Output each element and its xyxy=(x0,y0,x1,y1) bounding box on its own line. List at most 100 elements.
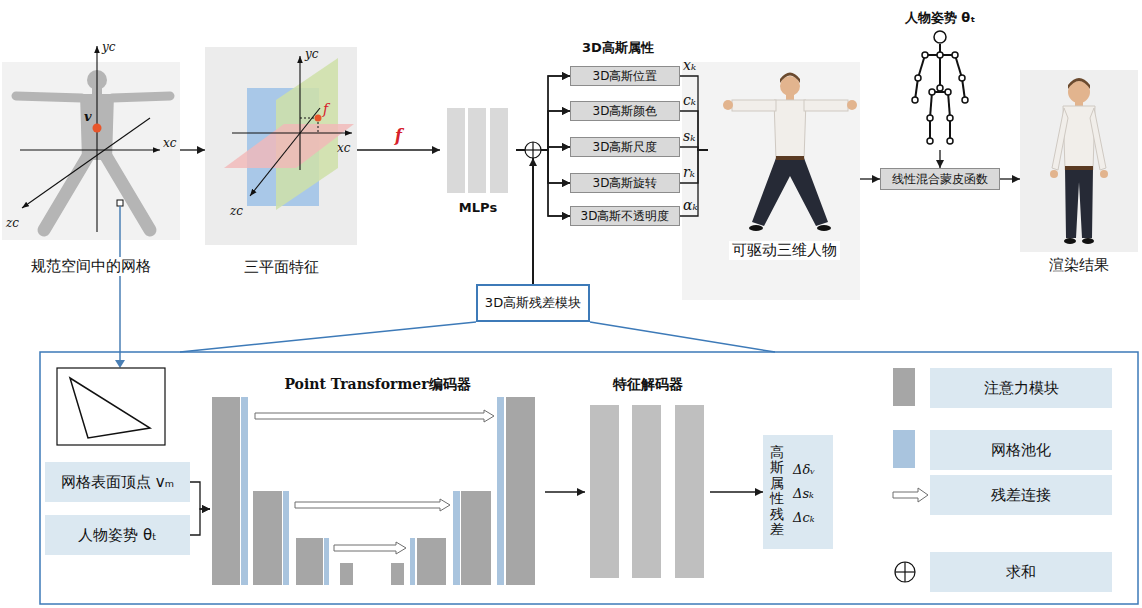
label-holder: f xyxy=(379,126,419,145)
edge-label: f xyxy=(393,126,404,145)
vertex-point xyxy=(117,200,123,206)
panel-background xyxy=(205,47,357,245)
node-text: 渲染结果 xyxy=(1046,256,1112,275)
connector xyxy=(516,150,570,183)
render-figure xyxy=(1065,166,1093,170)
connector xyxy=(533,76,570,284)
render-figure xyxy=(1063,106,1095,170)
avatar-figure xyxy=(817,225,831,231)
connector xyxy=(680,76,708,150)
triplane-figure xyxy=(250,108,320,196)
render-figure xyxy=(1068,78,1090,89)
skeleton-figure xyxy=(937,52,943,58)
axis-label: zc xyxy=(6,216,19,230)
legend-box: 残差连接 xyxy=(930,475,1112,515)
panel-background xyxy=(2,62,180,240)
axis-label: f xyxy=(323,101,328,117)
skip-connection-arrow xyxy=(334,542,406,554)
node-text: 3D高斯位置 xyxy=(593,68,658,85)
encoder-bar xyxy=(461,491,491,585)
text-holder: 人物姿势 θₜ xyxy=(885,7,995,27)
skeleton-figure xyxy=(915,75,921,81)
decoder-bar xyxy=(632,405,661,578)
axis-line xyxy=(22,118,150,208)
avatar-figure xyxy=(847,100,857,110)
legend-box: 网格池化 xyxy=(930,430,1112,470)
skeleton-figure xyxy=(929,89,935,95)
render-figure xyxy=(1082,238,1094,244)
callout-line xyxy=(40,352,1138,604)
legend-box: 求和 xyxy=(930,552,1112,592)
label-holder: yc xyxy=(305,43,319,62)
text-holder: 可驱动三维人物 xyxy=(708,240,860,260)
mesh-figure xyxy=(16,70,170,230)
mesh-icon xyxy=(57,368,165,445)
mesh-icon xyxy=(70,378,150,438)
render-figure xyxy=(1050,170,1058,178)
connector xyxy=(357,149,440,150)
attribute-box: 3D高斯旋转 xyxy=(570,173,680,193)
node-text: 3D高斯旋转 xyxy=(593,175,658,192)
group-title: 3D高斯属性 xyxy=(582,39,654,57)
skeleton-figure xyxy=(947,115,953,121)
skeleton-figure xyxy=(912,31,968,144)
skip-connection-arrow xyxy=(295,499,450,511)
skeleton-figure xyxy=(934,31,946,43)
label-holder: f xyxy=(323,99,328,118)
node-text: Δδᵥ xyxy=(793,462,815,477)
encoder-bar xyxy=(241,397,248,585)
connector xyxy=(939,150,940,168)
skeleton-figure xyxy=(948,92,950,118)
node-text: 3D高斯颜色 xyxy=(593,103,658,120)
triplane-panel: 三平面特征 xyxy=(205,47,357,275)
attribute-box: 3D高斯位置 xyxy=(570,66,680,86)
node-text: 3D高斯尺度 xyxy=(593,139,658,156)
label-holder: rₖ xyxy=(683,162,695,181)
label-holder: xₖ xyxy=(683,55,696,74)
mesh-icon xyxy=(57,368,165,445)
mesh-figure xyxy=(112,96,170,98)
legend-text: 求和 xyxy=(1006,563,1036,582)
leader-line xyxy=(115,206,125,368)
text-holder: Δcₖ xyxy=(793,507,814,526)
attribute-symbol: sₖ xyxy=(683,128,695,144)
vertex-point xyxy=(93,124,124,207)
skeleton-figure xyxy=(939,44,941,88)
skeleton-figure xyxy=(962,97,968,103)
triplane-figure xyxy=(315,115,322,122)
legend-sum-symbol xyxy=(895,562,915,582)
encoder-bar xyxy=(391,563,404,585)
node-text: Δcₖ xyxy=(793,510,814,525)
render-figure xyxy=(1064,238,1076,244)
encoder-bar xyxy=(324,538,329,585)
skeleton-figure xyxy=(915,44,965,140)
attribute-symbol: cₖ xyxy=(683,92,696,108)
mesh-figure xyxy=(44,156,88,230)
node-text: 特征解码器 xyxy=(613,376,683,394)
panel-background xyxy=(1020,70,1138,252)
connector xyxy=(533,150,570,284)
label-holder: zc xyxy=(6,212,19,231)
pose-skeleton: 人物姿势 θₜ xyxy=(885,5,995,150)
node-text: MLPs xyxy=(459,200,497,215)
leader-line xyxy=(119,206,121,360)
callout-line xyxy=(180,322,476,352)
skeleton-figure xyxy=(952,52,958,58)
connector xyxy=(180,149,205,150)
label-holder: xc xyxy=(337,137,351,156)
connector xyxy=(1000,178,1020,179)
label-holder: 3D高斯属性 xyxy=(582,37,654,57)
avatar-figure xyxy=(752,158,828,226)
skeleton-figure xyxy=(947,138,953,144)
text-holder: Δsₖ xyxy=(793,483,814,502)
skeleton-figure xyxy=(945,89,951,95)
avatar-figure xyxy=(749,225,763,231)
attribute-symbol: αₖ xyxy=(683,197,698,213)
connector xyxy=(190,509,210,535)
text-holder: 特征解码器 xyxy=(585,374,710,394)
connector xyxy=(860,178,880,179)
legend-swatch xyxy=(893,430,915,468)
callout-line xyxy=(590,322,775,352)
triplane-figure xyxy=(224,124,354,168)
text-holder: 高斯属性残差 xyxy=(770,445,784,537)
